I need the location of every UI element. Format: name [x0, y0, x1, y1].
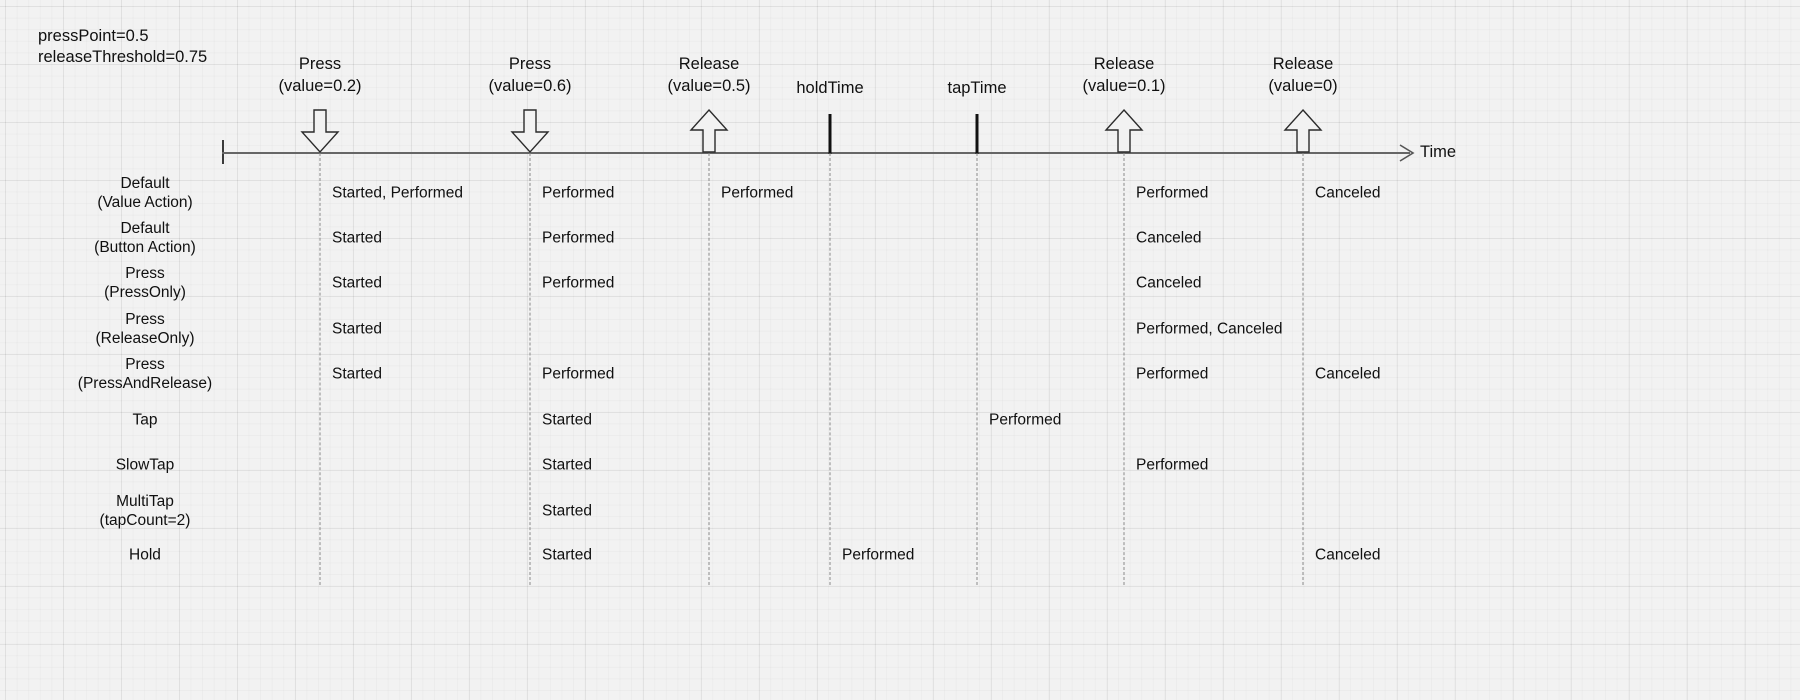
guide-line-press-02 [319, 153, 321, 585]
cell-press-pressandrelease-release-00: Canceled [1315, 365, 1381, 383]
cell-tap-press-06: Started [542, 411, 592, 429]
guide-line-release-00 [1302, 153, 1304, 585]
cell-press-pressonly-press-02: Started [332, 274, 382, 292]
marker-label-release-01: Release (value=0.1) [1082, 55, 1166, 95]
release-arrow-up-icon-release-00 [1280, 108, 1326, 159]
row-label-hold: Hold [129, 546, 161, 564]
release-arrow-up-icon-release-05 [686, 108, 732, 159]
press-arrow-down-icon-press-06 [507, 108, 553, 159]
cell-press-releaseonly-press-02: Started [332, 320, 382, 338]
cell-press-pressandrelease-press-06: Performed [542, 365, 615, 383]
cell-default-button-action-press-06: Performed [542, 229, 615, 247]
cell-default-value-action-release-05: Performed [721, 184, 794, 202]
time-axis-line [222, 152, 1410, 154]
cell-press-pressandrelease-press-02: Started [332, 365, 382, 383]
cell-hold-holdtime: Performed [842, 546, 915, 564]
cell-hold-release-00: Canceled [1315, 546, 1381, 564]
press-arrow-down-icon-press-02 [297, 108, 343, 159]
marker-label-release-00: Release (value=0) [1268, 55, 1338, 95]
row-label-slowtap: SlowTap [115, 456, 175, 474]
cell-default-value-action-press-02: Started, Performed [332, 184, 463, 202]
marker-label-press-06: Press (value=0.6) [488, 55, 572, 95]
row-label-press-pressonly: Press (PressOnly) [104, 265, 186, 301]
cell-default-button-action-press-02: Started [332, 229, 382, 247]
cell-press-pressonly-release-01: Canceled [1136, 274, 1202, 292]
cell-tap-taptime: Performed [989, 411, 1062, 429]
guide-line-release-05 [708, 153, 710, 585]
cell-press-pressonly-press-06: Performed [542, 274, 615, 292]
row-label-press-releaseonly: Press (ReleaseOnly) [95, 311, 195, 347]
cell-slowtap-press-06: Started [542, 456, 592, 474]
time-axis-arrowhead [1399, 144, 1415, 162]
cell-default-value-action-press-06: Performed [542, 184, 615, 202]
row-label-default-value-action: Default (Value Action) [97, 175, 193, 211]
guide-line-holdtime [829, 153, 831, 585]
cell-default-button-action-release-01: Canceled [1136, 229, 1202, 247]
row-label-multitap: MultiTap (tapCount=2) [99, 493, 191, 529]
parameters-note: pressPoint=0.5 releaseThreshold=0.75 [38, 27, 208, 66]
cell-default-value-action-release-01: Performed [1136, 184, 1209, 202]
guide-line-taptime [976, 153, 978, 585]
cell-multitap-press-06: Started [542, 502, 592, 520]
marker-label-taptime: tapTime [947, 79, 1007, 97]
row-label-default-button-action: Default (Button Action) [94, 220, 196, 256]
cell-slowtap-release-01: Performed [1136, 456, 1209, 474]
time-axis-title: Time [1420, 143, 1457, 161]
guide-line-press-06 [529, 153, 531, 585]
time-tick-holdtime [828, 114, 832, 154]
row-label-press-pressandrelease: Press (PressAndRelease) [77, 356, 213, 392]
row-label-tap: Tap [132, 411, 158, 429]
cell-press-pressandrelease-release-01: Performed [1136, 365, 1209, 383]
marker-label-press-02: Press (value=0.2) [278, 55, 362, 95]
cell-press-releaseonly-release-01: Performed, Canceled [1136, 320, 1283, 338]
marker-label-release-05: Release (value=0.5) [667, 55, 751, 95]
cell-default-value-action-release-00: Canceled [1315, 184, 1381, 202]
time-tick-taptime [975, 114, 979, 154]
cell-hold-press-06: Started [542, 546, 592, 564]
marker-label-holdtime: holdTime [796, 79, 864, 97]
release-arrow-up-icon-release-01 [1101, 108, 1147, 159]
guide-line-release-01 [1123, 153, 1125, 585]
